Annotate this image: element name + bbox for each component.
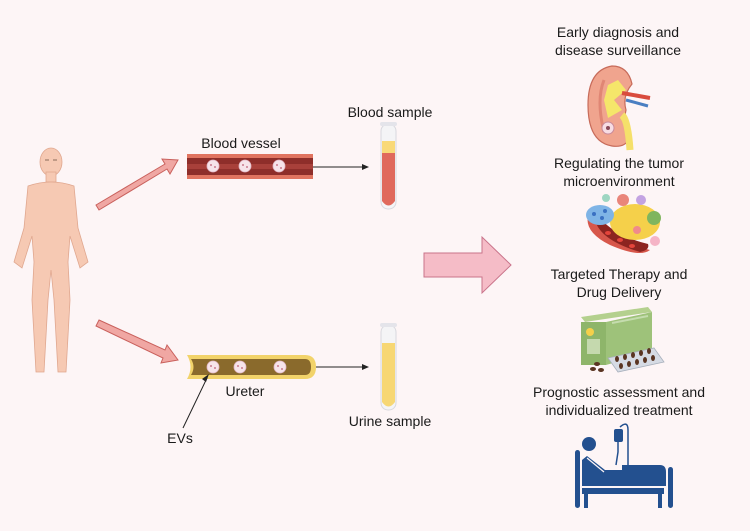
- evs-label: EVs: [167, 430, 193, 446]
- application-3-line1: Targeted Therapy and: [550, 266, 688, 282]
- blood-vessel-label: Blood vessel: [201, 135, 281, 151]
- application-3-line2: Drug Delivery: [576, 284, 662, 300]
- application-4-line2: individualized treatment: [545, 402, 693, 418]
- application-1-line1: Early diagnosis and: [556, 24, 680, 40]
- blood-sample-label: Blood sample: [347, 104, 433, 120]
- application-4-line1: Prognostic assessment and: [533, 384, 705, 400]
- application-2-line1: Regulating the tumor: [554, 155, 684, 171]
- urine-sample-label: Urine sample: [348, 413, 432, 429]
- application-1-line2: disease surveillance: [554, 42, 682, 58]
- application-2-line2: microenvironment: [563, 173, 675, 189]
- ev-particle: [206, 360, 287, 374]
- ureter-label: Ureter: [225, 383, 265, 399]
- ev-particle: [206, 159, 286, 173]
